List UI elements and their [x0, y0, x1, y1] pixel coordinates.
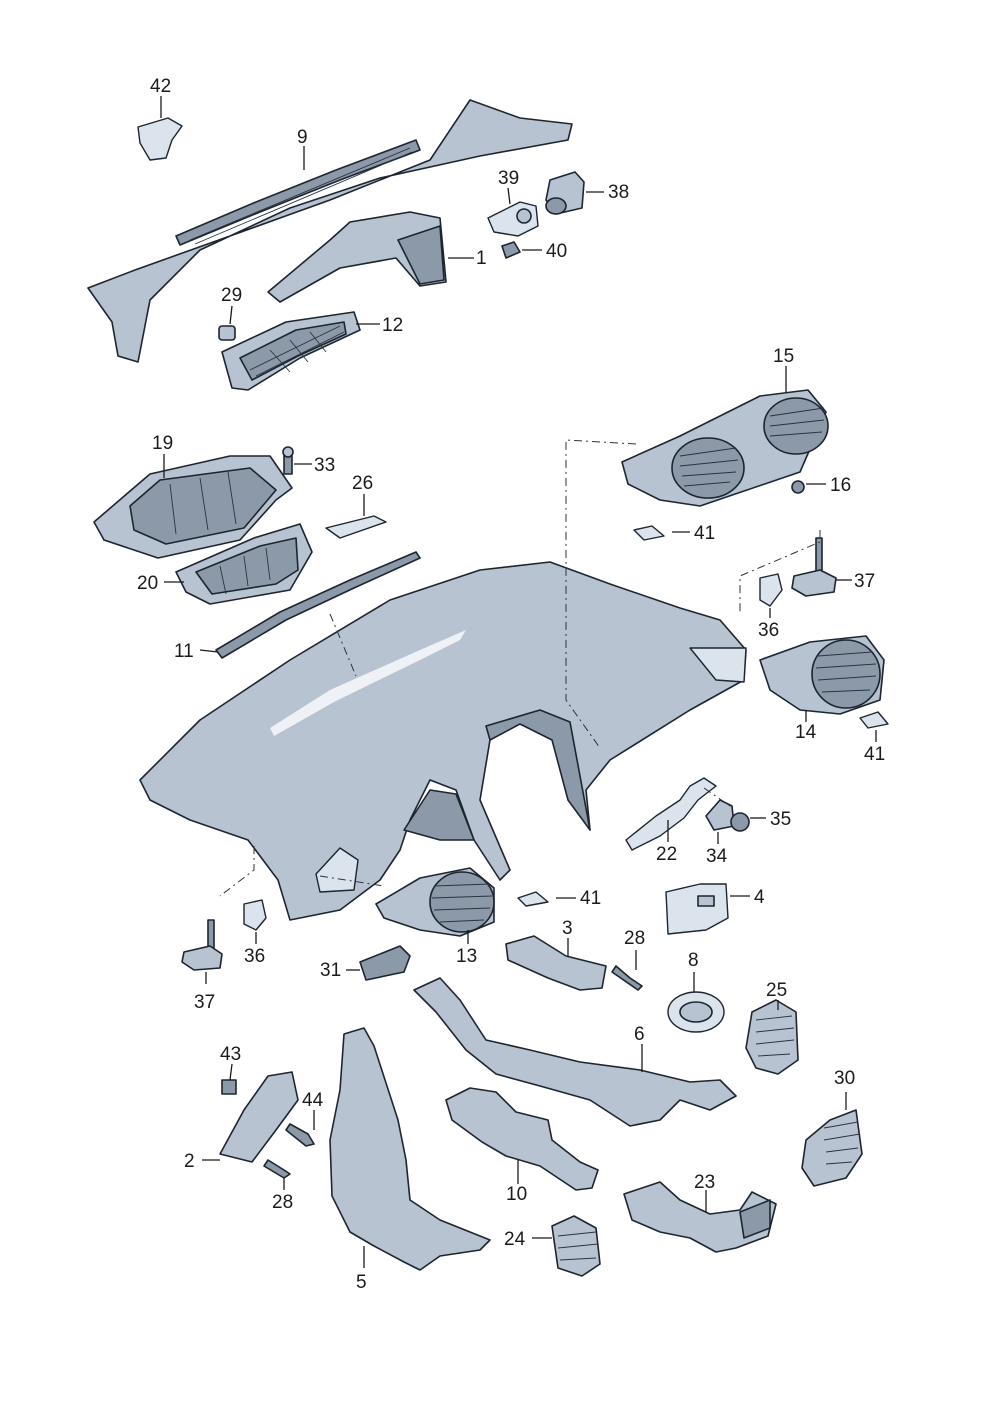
dash-37-36-lower	[219, 846, 255, 897]
label-16: 16	[830, 475, 851, 496]
label-9: 9	[297, 127, 308, 148]
part-19-storage-tray	[93, 454, 293, 559]
part-36-clip-lower	[243, 899, 267, 944]
label-29: 29	[221, 285, 242, 306]
label-2: 2	[184, 1151, 195, 1172]
label-4: 4	[754, 887, 765, 908]
label-15: 15	[773, 346, 794, 367]
label-1: 1	[476, 248, 487, 269]
part-6-floor-duct	[413, 977, 737, 1127]
label-39: 39	[498, 168, 519, 189]
part-11-seal-strip	[199, 551, 421, 659]
part-23-duct	[623, 1181, 777, 1253]
label-37-b: 37	[194, 992, 215, 1013]
label-22: 22	[656, 844, 677, 865]
label-34: 34	[706, 846, 728, 867]
part-39-bracket	[487, 187, 539, 237]
label-33: 33	[314, 455, 335, 476]
part-33-screw	[282, 446, 312, 475]
label-26: 26	[352, 473, 373, 494]
part-4-panel	[665, 883, 750, 935]
part-38-sensor	[545, 171, 604, 215]
part-20-storage-insert	[164, 523, 313, 605]
part-24-vent	[532, 1215, 601, 1277]
part-42-clip	[137, 96, 183, 161]
part-34-sensor-housing	[705, 799, 735, 844]
part-36-clip-upper	[759, 573, 783, 618]
part-14-side-vent	[759, 635, 885, 722]
label-6: 6	[634, 1024, 645, 1045]
part-37-bracket-lower	[181, 919, 223, 984]
part-12-speaker-grille	[221, 311, 380, 391]
part-30-vent	[801, 1092, 863, 1187]
part-9-cowl-panel	[87, 99, 573, 363]
part-10-duct	[445, 1087, 599, 1191]
part-28-screw-upper	[611, 950, 643, 991]
label-19: 19	[152, 433, 173, 454]
label-30: 30	[834, 1068, 855, 1089]
label-13: 13	[456, 946, 477, 967]
label-14: 14	[795, 722, 817, 743]
label-11: 11	[174, 641, 194, 662]
part-5-floor-duct	[329, 1027, 491, 1271]
part-15-center-vent	[621, 366, 829, 507]
part-16-screw	[791, 480, 826, 494]
label-23: 23	[694, 1172, 715, 1193]
label-36-a: 36	[758, 620, 779, 641]
dashboard-panel	[139, 561, 747, 921]
label-35: 35	[770, 809, 791, 830]
part-3-bracket	[505, 935, 607, 991]
part-41-clip-b	[859, 711, 889, 742]
label-25: 25	[766, 980, 787, 1001]
part-25-round-vent	[745, 999, 799, 1075]
label-28-b: 28	[272, 1192, 293, 1213]
label-28-a: 28	[624, 928, 645, 949]
dash-37-36	[739, 530, 821, 612]
label-43: 43	[220, 1044, 241, 1065]
part-31-connector	[346, 945, 411, 981]
dash-15	[565, 439, 637, 749]
label-40: 40	[546, 241, 567, 262]
label-37-a: 37	[854, 571, 875, 592]
label-38: 38	[608, 182, 629, 203]
part-44-screw	[285, 1110, 315, 1147]
label-12: 12	[382, 315, 403, 336]
label-31: 31	[320, 960, 341, 981]
label-44: 44	[302, 1090, 324, 1111]
label-5: 5	[356, 1272, 367, 1293]
part-37-bracket-upper	[791, 537, 852, 597]
label-3: 3	[562, 918, 573, 939]
label-41-b: 41	[864, 744, 885, 765]
part-41-clip-c	[517, 891, 576, 907]
part-1-defrost-duct	[267, 211, 474, 303]
label-8: 8	[688, 950, 699, 971]
dash-22-34	[703, 787, 731, 807]
part-8-plug	[667, 972, 725, 1033]
part-29-clip	[218, 305, 236, 341]
part-22-hose	[625, 777, 717, 851]
part-40-clip	[501, 241, 542, 259]
part-28-screw-lower	[263, 1159, 291, 1190]
label-42: 42	[150, 76, 171, 97]
label-24: 24	[504, 1229, 526, 1250]
dash-11	[329, 613, 357, 677]
label-41-a: 41	[694, 523, 715, 544]
part-26-cover	[325, 494, 387, 539]
part-43-clip	[221, 1063, 237, 1095]
part-35-nut	[730, 812, 766, 832]
label-20: 20	[137, 573, 158, 594]
part-13-vent	[375, 867, 495, 944]
label-41-c: 41	[580, 888, 601, 909]
label-36-b: 36	[244, 946, 265, 967]
part-2-bracket	[202, 1071, 299, 1163]
label-10: 10	[506, 1184, 527, 1205]
part-41-clip-a	[633, 525, 690, 541]
